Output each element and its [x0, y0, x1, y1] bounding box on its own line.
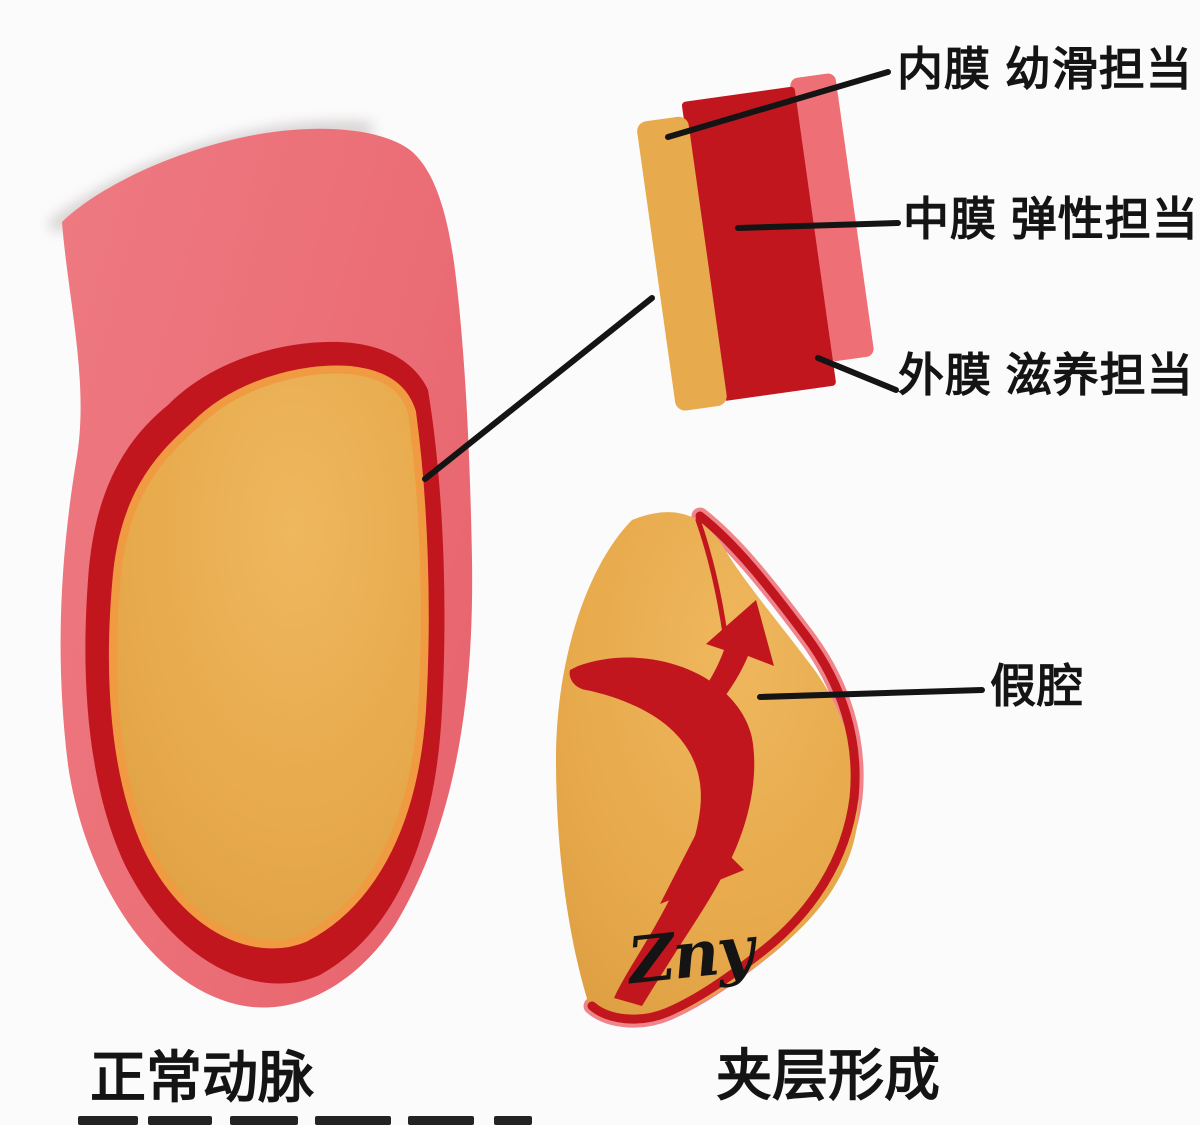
- false-lumen-down-arrow: [660, 826, 744, 904]
- label-intima: 内膜 幼滑担当: [897, 43, 1193, 95]
- leader-line-adventitia: [815, 355, 899, 393]
- wall-layer-adventitia-stripe: [790, 73, 874, 362]
- dissection-outer-wall-line: [587, 511, 860, 1024]
- normal-artery-illustration: [60, 128, 473, 1008]
- leader-lines: [422, 69, 985, 700]
- artery-lumen: [108, 365, 429, 949]
- label-media: 中膜 弹性担当: [903, 193, 1199, 245]
- caption-normal-artery: 正常动脉: [90, 1046, 314, 1109]
- leader-line-false-lumen: [757, 687, 985, 700]
- leader-line-intima: [665, 69, 891, 140]
- false-lumen-up-arrow: [686, 600, 774, 722]
- false-lumen-channel: [569, 657, 755, 1006]
- wall-layer-intima-stripe: [637, 116, 727, 411]
- leader-line-media: [735, 220, 901, 231]
- leader-line-magnifier: [422, 295, 655, 482]
- label-adventitia: 外膜 滋养担当: [898, 349, 1194, 401]
- wall-layer-media-stripe: [681, 86, 836, 401]
- caption-dissection: 夹层形成: [716, 1044, 940, 1107]
- artist-signature: Zny: [624, 911, 757, 1000]
- wall-section: [637, 73, 874, 411]
- dissection-illustration: [556, 507, 864, 1028]
- label-false-lumen: 假腔: [990, 660, 1084, 712]
